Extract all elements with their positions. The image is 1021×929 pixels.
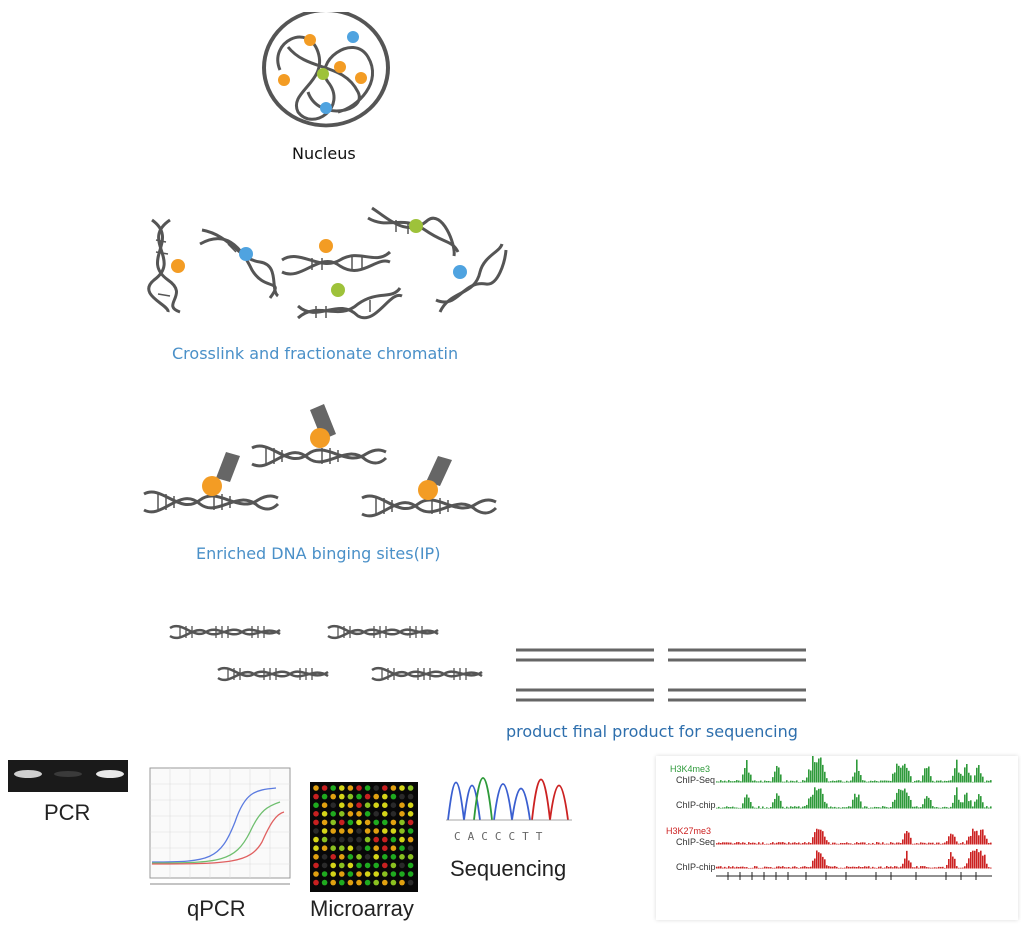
track-row1-label: ChIP-Seq <box>676 775 716 785</box>
pcr-label: PCR <box>44 800 91 825</box>
sequence-letters: CACCCTT <box>454 830 550 843</box>
nucleus-label: Nucleus <box>292 144 356 163</box>
track-row3-label: ChIP-Seq <box>676 837 716 847</box>
track-row4-label: ChIP-chip <box>676 862 716 872</box>
sequencing-label: Sequencing <box>450 856 567 881</box>
microarray-label: Microarray <box>310 896 414 921</box>
sequencing-reads-diagram <box>514 646 810 706</box>
crosslink-label: Crosslink and fractionate chromatin <box>172 344 459 363</box>
sequencing-trace-image <box>444 760 574 846</box>
final-product-label: product final product for sequencing <box>506 722 798 741</box>
track-row2-label: ChIP-chip <box>676 800 716 810</box>
microarray-image <box>310 782 418 892</box>
track-mark2-label: H3K27me3 <box>666 826 712 836</box>
pcr-gel-image <box>8 760 128 792</box>
enriched-label: Enriched DNA binging sites(IP) <box>196 544 441 563</box>
genome-tracks-panel: H3K4me3 ChIP-Seq ChIP-chip H3K27me3 ChIP… <box>656 756 1018 920</box>
crosslink-diagram <box>140 200 520 330</box>
nucleus-diagram <box>258 12 394 132</box>
purified-dna-diagram <box>166 618 496 690</box>
qpcr-label: qPCR <box>187 896 246 921</box>
qpcr-chart-image <box>140 762 302 890</box>
track-mark1-label: H3K4me3 <box>670 764 711 774</box>
ip-diagram <box>140 400 510 525</box>
